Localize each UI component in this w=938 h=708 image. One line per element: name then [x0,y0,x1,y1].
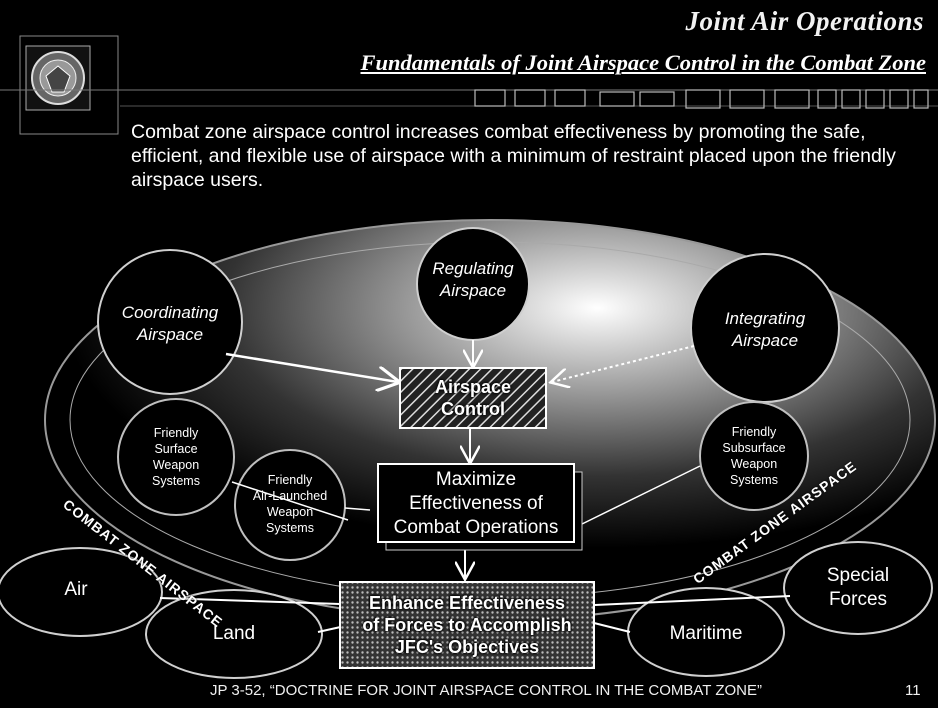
subsurface-line-2: Subsurface [722,441,786,455]
integrating-line-1: Integrating [724,309,806,328]
surface-line-2: Surface [154,442,198,456]
maritime-label: Maritime [669,623,743,644]
intro-text: Combat zone airspace control increases c… [131,121,896,191]
special-forces-label: Special Forces [804,564,912,612]
subsurface-line-4: Systems [730,473,778,487]
air-launched-line-2: Air-Launched [252,489,328,503]
friendly-air-launched-circle [234,449,346,561]
slide-title: Joint Air Operations [685,6,924,36]
enhance-line-3: JFC's Objectives [394,637,540,657]
special-forces-ellipse [783,541,933,635]
footer-reference: JP 3-52, “DOCTRINE FOR JOINT AIRSPACE CO… [210,682,763,699]
airspace-control-box [399,367,547,429]
maximize-line-2: Effectiveness of [409,493,543,514]
regulating-line-2: Airspace [439,281,507,300]
subsurface-line-1: Friendly [731,425,777,439]
integrating-airspace-label: Integrating Airspace [706,308,824,352]
maximize-label: Maximize Effectiveness of Combat Operati… [378,468,574,540]
friendly-surface-circle [117,398,235,516]
coordinating-airspace-circle [97,249,243,395]
friendly-surface-label: Friendly Surface Weapon Systems [136,425,216,489]
air-launched-line-3: Weapon [266,505,314,519]
land-label: Land [212,623,256,644]
subsurface-line-3: Weapon [730,457,778,471]
coordinating-line-1: Coordinating [121,303,219,322]
land-ellipse [145,589,323,679]
airspace-control-label: Airspace Control [400,376,546,420]
header-strip [474,89,929,109]
seal-frame [19,35,119,135]
maximize-box [377,463,575,543]
maximize-line-1: Maximize [435,469,517,490]
airspace-control-line-2: Control [441,399,505,419]
coordinating-airspace-label: Coordinating Airspace [108,302,232,346]
special-forces-line-2: Forces [828,589,888,610]
air-launched-line-1: Friendly [267,473,313,487]
enhance-line-2: of Forces to Accomplish [362,615,572,635]
friendly-subsurface-circle [699,401,809,511]
surface-line-4: Systems [152,474,200,488]
coordinating-line-2: Airspace [136,325,204,344]
enhance-box [339,581,595,669]
friendly-subsurface-label: Friendly Subsurface Weapon Systems [714,424,794,488]
special-forces-line-1: Special [826,565,890,586]
air-ellipse [0,547,163,637]
airspace-control-line-1: Airspace [434,377,512,397]
regulating-line-1: Regulating [432,259,514,278]
enhance-line-1: Enhance Effectiveness [368,593,566,613]
integrating-line-2: Airspace [731,331,799,350]
air-launched-line-4: Systems [266,521,314,535]
surface-line-3: Weapon [152,458,200,472]
air-label: Air [64,579,88,600]
regulating-airspace-label: Regulating Airspace [418,258,528,302]
surface-line-1: Friendly [153,426,199,440]
page-number: 11 [905,682,921,699]
slide-subtitle: Fundamentals of Joint Airspace Control i… [360,50,926,75]
maximize-line-3: Combat Operations [393,517,559,538]
enhance-label: Enhance Effectiveness of Forces to Accom… [340,592,594,658]
integrating-airspace-circle [690,253,840,403]
friendly-air-launched-label: Friendly Air-Launched Weapon Systems [244,472,336,536]
